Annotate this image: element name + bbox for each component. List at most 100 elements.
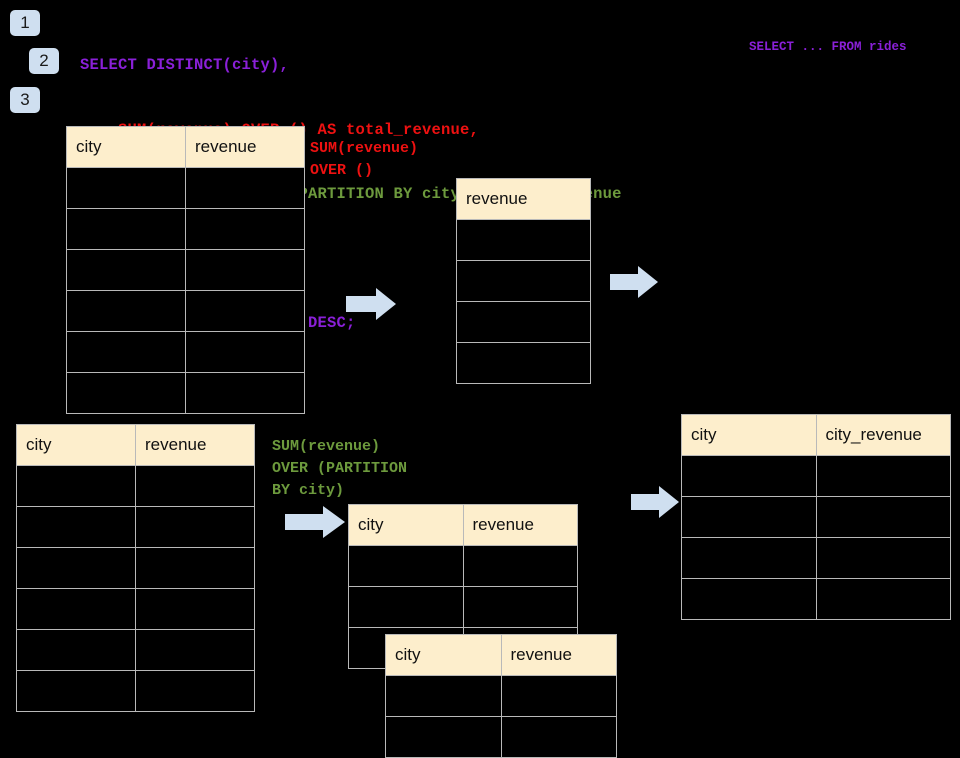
table-header-row: city revenue [385, 634, 617, 676]
table-row [681, 496, 951, 538]
cell-city-revenue [815, 578, 951, 620]
cell-revenue [462, 586, 578, 628]
arrow-source-to-total [346, 288, 396, 320]
column-header-city: city [348, 504, 464, 546]
column-header-revenue: revenue [500, 634, 617, 676]
partition-table-front: city revenue [385, 634, 617, 758]
cell-city [66, 372, 186, 414]
cell-city [681, 496, 817, 538]
cell-city [66, 249, 186, 291]
table-row [16, 547, 255, 589]
diagram-canvas: 1 2 3 SELECT DISTINCT(city), SUM(revenue… [10, 10, 951, 758]
cell-revenue [456, 342, 591, 384]
table-row [66, 290, 305, 332]
rides-source-table-lower: city revenue [16, 424, 255, 712]
arrow-source-to-partition [285, 506, 345, 538]
table-row [456, 219, 591, 261]
cell-city [66, 331, 186, 373]
annotation-city-revenue: SUM(revenue) OVER (PARTITION BY city) [272, 438, 408, 499]
table-row [66, 167, 305, 209]
table-row [16, 506, 255, 548]
cell-revenue [185, 331, 305, 373]
table-header-row: city revenue [16, 424, 255, 466]
cell-city [348, 545, 464, 587]
cell-city [16, 506, 136, 548]
table-row [456, 342, 591, 384]
column-header-revenue: revenue [185, 126, 305, 168]
column-header-city: city [681, 414, 817, 456]
cell-revenue [135, 465, 255, 507]
rides-source-table: city revenue [66, 126, 305, 414]
cell-revenue [135, 629, 255, 671]
cell-revenue [456, 301, 591, 343]
annotation-total-revenue: SUM(revenue) OVER () [310, 140, 419, 179]
column-header-revenue: revenue [135, 424, 255, 466]
cell-revenue [500, 716, 617, 758]
cell-city [385, 716, 502, 758]
arrow-partition-to-output [631, 486, 679, 518]
table-header-row: revenue [456, 178, 591, 220]
cell-revenue [135, 506, 255, 548]
table-row [66, 208, 305, 250]
cell-revenue [185, 249, 305, 291]
cell-revenue [456, 260, 591, 302]
table-row [456, 301, 591, 343]
cell-city [66, 167, 186, 209]
column-header-city-revenue: city_revenue [815, 414, 951, 456]
column-header-city: city [16, 424, 136, 466]
cell-revenue [456, 219, 591, 261]
table-row [66, 249, 305, 291]
table-row [348, 545, 578, 587]
table-row [348, 586, 578, 628]
city-revenue-table: city city_revenue [681, 414, 951, 620]
total-revenue-table: revenue [456, 178, 591, 384]
table-row [456, 260, 591, 302]
cell-revenue [185, 372, 305, 414]
table-row [385, 675, 617, 717]
arrow-total-to-output [610, 266, 658, 298]
table-row [66, 372, 305, 414]
table-row [385, 716, 617, 758]
column-header-revenue: revenue [462, 504, 578, 546]
cell-city [681, 455, 817, 497]
cell-revenue [135, 547, 255, 589]
cell-city [681, 537, 817, 579]
cell-city-revenue [815, 496, 951, 538]
cell-revenue [135, 670, 255, 712]
cell-revenue [500, 675, 617, 717]
table-row [681, 537, 951, 579]
cell-city [348, 586, 464, 628]
column-header-city: city [66, 126, 186, 168]
sql-line-select: SELECT DISTINCT(city), [80, 56, 290, 74]
cell-city [16, 465, 136, 507]
cell-city [16, 588, 136, 630]
step-badge-1: 1 [10, 10, 40, 36]
table-row [16, 588, 255, 630]
table-row [16, 670, 255, 712]
cell-city [385, 675, 502, 717]
cell-revenue [462, 545, 578, 587]
table-row [681, 455, 951, 497]
table-row [16, 465, 255, 507]
step-badge-2: 2 [29, 48, 59, 74]
cell-revenue [135, 588, 255, 630]
cell-city [16, 547, 136, 589]
step-badge-3: 3 [10, 87, 40, 113]
cell-city-revenue [815, 455, 951, 497]
cell-city [681, 578, 817, 620]
cell-city [16, 629, 136, 671]
table-row [681, 578, 951, 620]
cell-city-revenue [815, 537, 951, 579]
cell-city [66, 208, 186, 250]
cell-revenue [185, 167, 305, 209]
column-header-revenue: revenue [456, 178, 591, 220]
table-header-row: city revenue [348, 504, 578, 546]
table-row [66, 331, 305, 373]
cell-city [66, 290, 186, 332]
cell-city [16, 670, 136, 712]
cell-revenue [185, 290, 305, 332]
table-row [16, 629, 255, 671]
table-header-row: city revenue [66, 126, 305, 168]
select-from-note: SELECT ... FROM rides [749, 40, 907, 54]
column-header-city: city [385, 634, 502, 676]
